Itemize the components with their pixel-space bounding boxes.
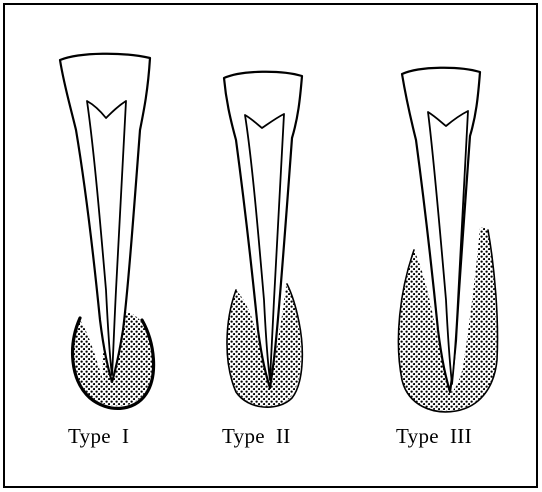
label-type-3: Type III	[396, 424, 472, 449]
label-type-2: Type II	[222, 424, 291, 449]
tooth-type-2	[224, 72, 302, 407]
tooth-type-3	[398, 68, 497, 412]
tooth-type-1	[60, 54, 154, 409]
label-type-1: Type I	[68, 424, 129, 449]
